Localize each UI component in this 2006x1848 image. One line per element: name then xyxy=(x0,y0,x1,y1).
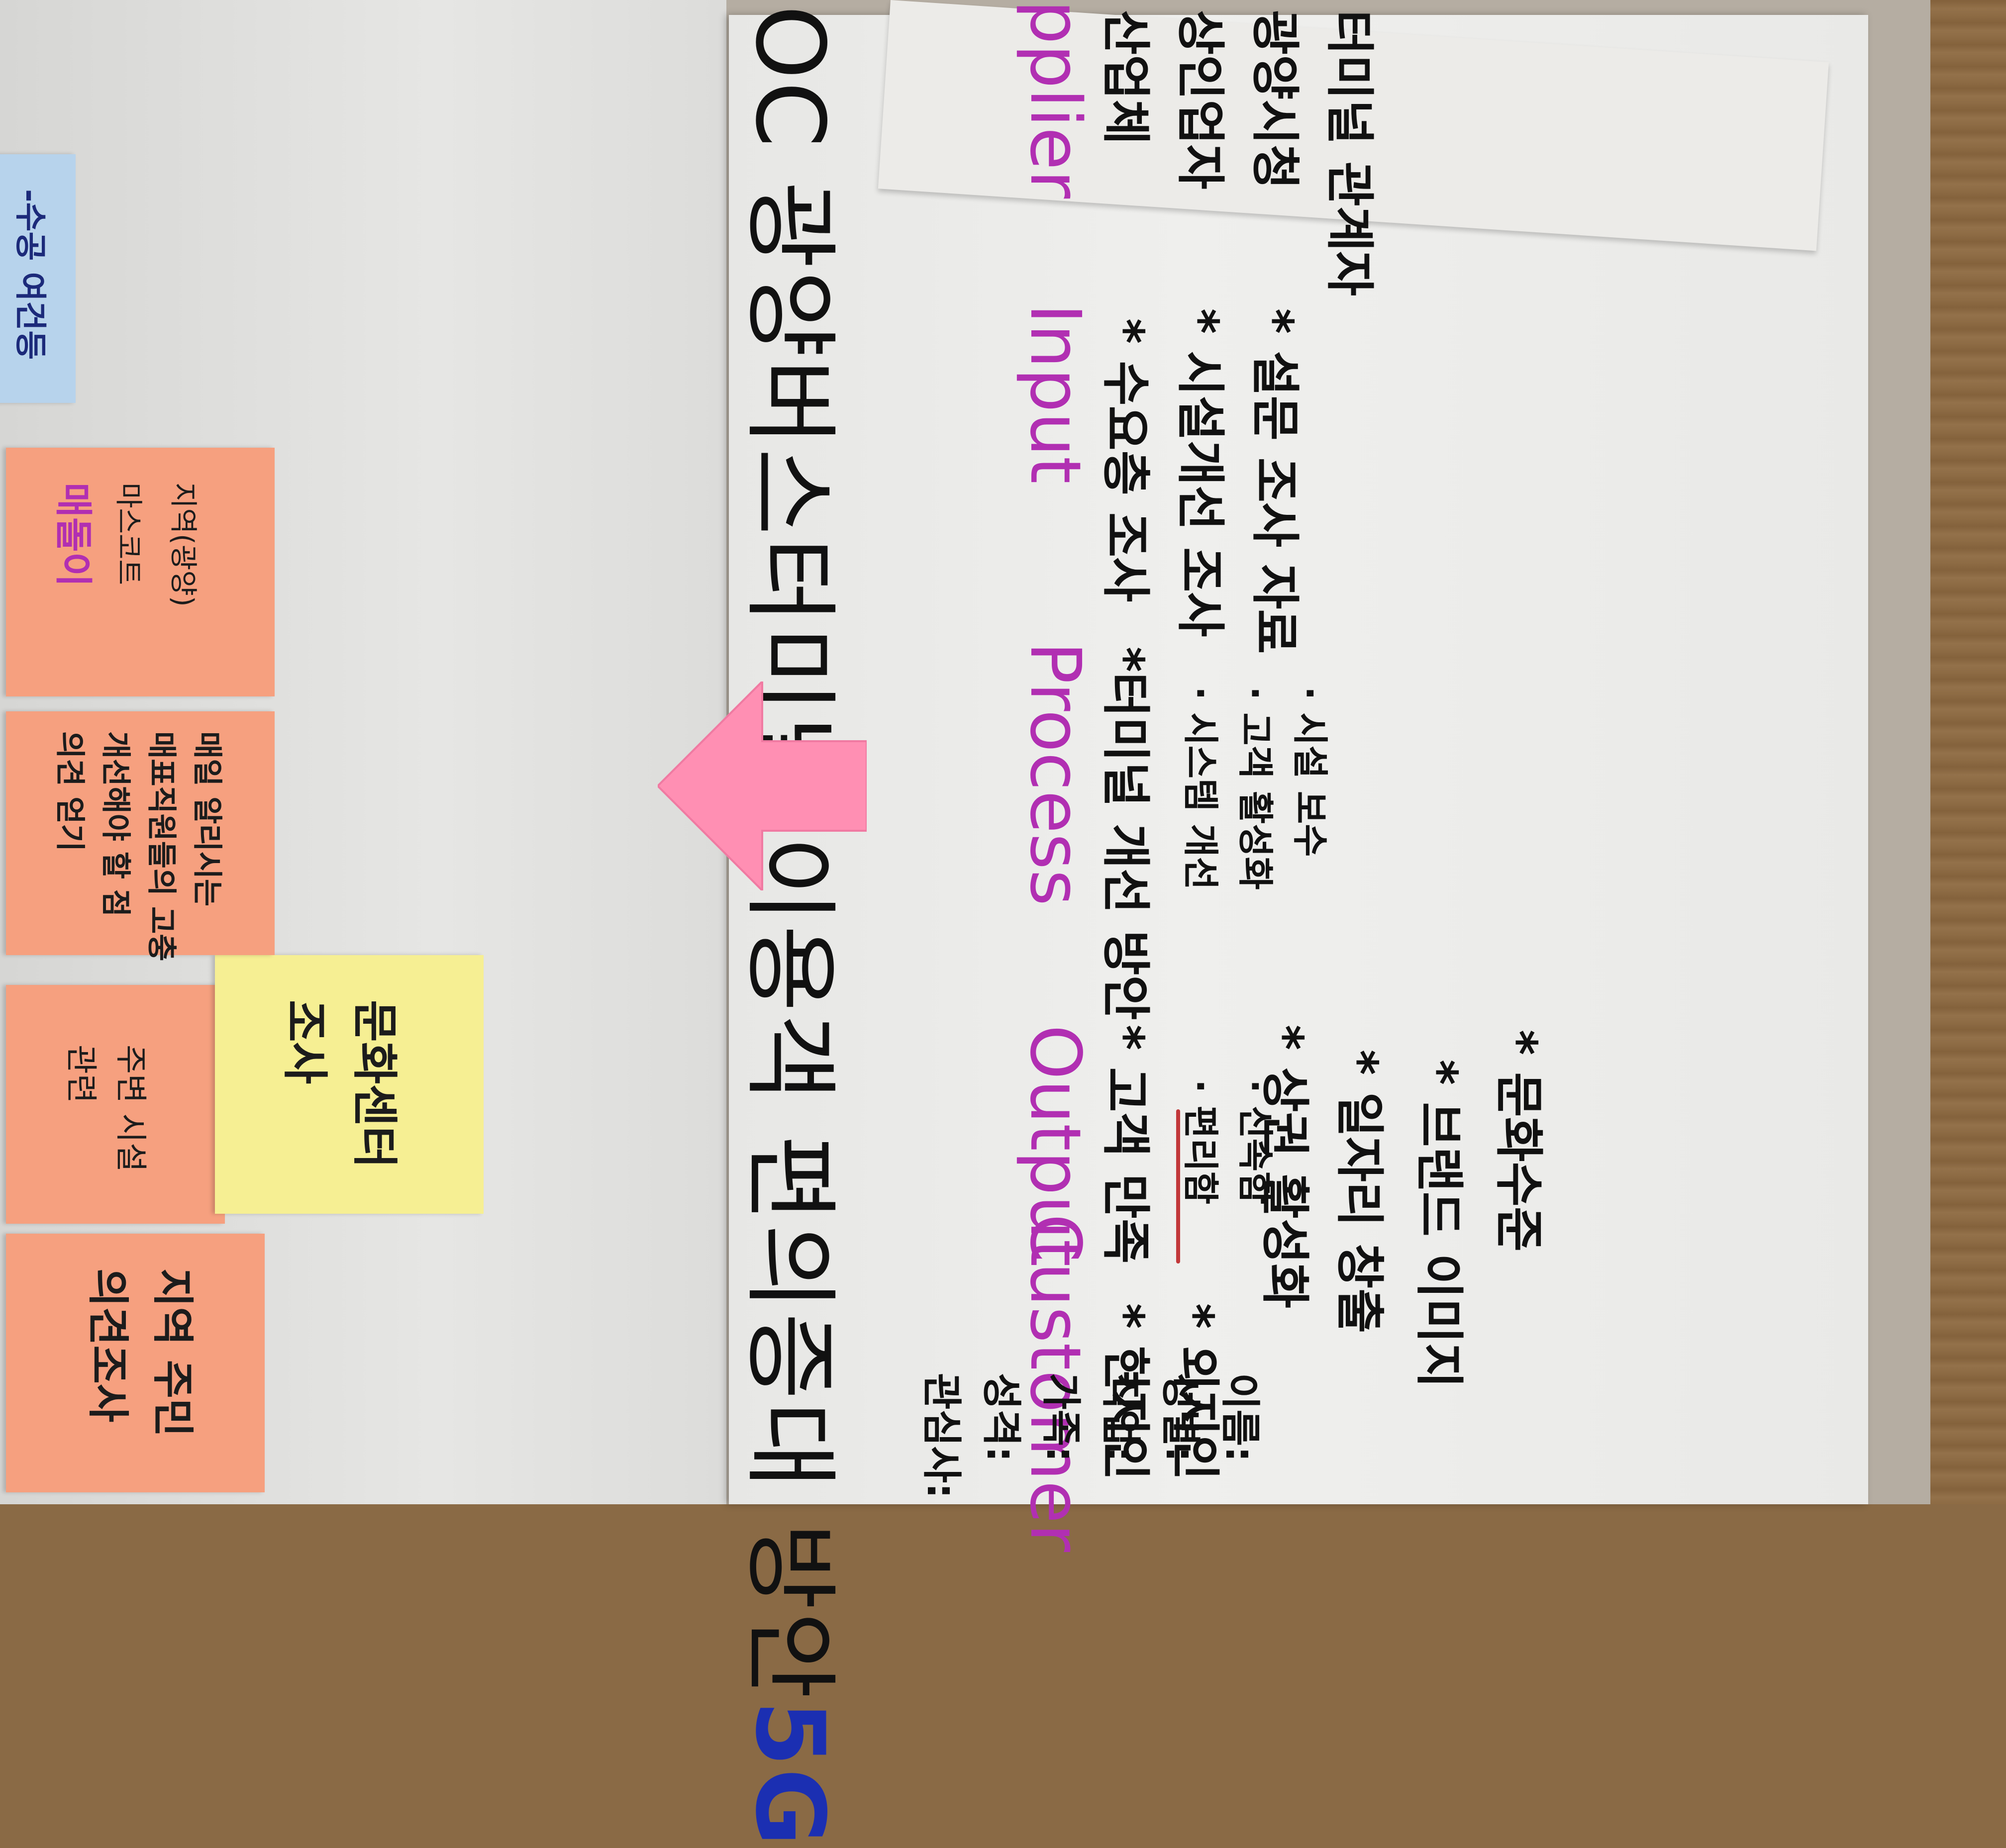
sticky-line: 매일 알리시는 xyxy=(190,731,224,907)
sticky-line: 의견조사 xyxy=(84,1268,132,1423)
persona-field: 성격: xyxy=(978,1373,1024,1462)
sticky-line: 개선해야 할 점 xyxy=(98,731,133,917)
output-item: * 문화수준 xyxy=(1490,1030,1547,1252)
input-item: * 시설개선 조사 xyxy=(1172,308,1228,637)
sticky-line: 매돌이 xyxy=(51,483,96,587)
heading-input: Input xyxy=(1014,303,1096,484)
persona-field: 가족: xyxy=(1038,1373,1084,1462)
sticky-line: 주변 시설 xyxy=(112,1045,149,1172)
sticky-note: 문화센터 조사 xyxy=(215,955,484,1214)
poster-paper xyxy=(729,15,1868,1504)
sticky-line: 마스코트 xyxy=(112,483,144,585)
sticky-line: 관련 xyxy=(62,1045,99,1103)
sticky-line: 지역(광양) xyxy=(167,483,199,607)
supplier-item: 상인업자 xyxy=(1172,10,1228,190)
sticky-note: 지역(광양) 마스코트 매돌이 xyxy=(6,448,275,696)
output-item: * 일자리 창출 xyxy=(1331,1050,1388,1334)
process-sub: · 시스템 개선 xyxy=(1180,686,1221,890)
persona-field: 이름: xyxy=(1217,1373,1263,1462)
output-main: * 고객 만족 xyxy=(1097,1025,1154,1264)
pink-arrow-icon xyxy=(658,681,867,890)
output-sub: · 편리함 xyxy=(1180,1079,1221,1205)
poster-title: OC 광양버스터미널 이용객 편의증대 방안5G xyxy=(730,5,867,1848)
sticky-line: -수공 여건등 xyxy=(11,189,48,360)
heading-supplier: pplier xyxy=(1014,0,1096,199)
rotated-content: OC 광양버스터미널 이용객 편의증대 방안5G pplier Input Pr… xyxy=(0,0,1547,1848)
sticky-note: 매일 알리시는 매표직원들의 고충 개선해야 할 점 의견 얻기 xyxy=(6,711,275,962)
process-main: *터미널 개선 방안 xyxy=(1097,647,1154,1020)
process-sub: · 고객 활성화 xyxy=(1234,686,1276,890)
sticky-line: 매표직원들의 고충 xyxy=(144,731,179,962)
sticky-note: 주변 시설 관련 xyxy=(6,985,225,1224)
sticky-note: -수공 여건등 xyxy=(0,154,76,403)
sticky-line: 문화센터 xyxy=(348,1000,401,1168)
sticky-line: 의견 얻기 xyxy=(52,731,87,852)
persona-fields: 이름: 성별: 직업: 가족: 성격: 관심사: xyxy=(911,1373,1270,1502)
persona-field: 직업: xyxy=(1098,1373,1144,1462)
persona-field: 관심사: xyxy=(918,1373,965,1499)
supplier-item: 산업체 xyxy=(1097,10,1154,145)
sticky-line: 지역 주민 xyxy=(148,1268,197,1437)
supplier-item: 터미널 관계자 xyxy=(1321,10,1378,296)
poster-title-suffix: 5G xyxy=(735,1700,845,1848)
process-sub: · 시설 보수 xyxy=(1289,686,1331,857)
output-item: * 브랜드 이미지 xyxy=(1410,1060,1467,1388)
persona-field: 성별: xyxy=(1157,1373,1204,1462)
supplier-item: 광양시청 xyxy=(1246,10,1303,190)
input-item: * 수요층 조사 xyxy=(1097,318,1154,602)
output-item: * 상권 활성화 xyxy=(1256,1025,1313,1309)
input-item: * 설문 조사 자료 xyxy=(1246,308,1303,654)
sticky-line: 조사 xyxy=(278,1000,331,1084)
heading-process: Process xyxy=(1014,642,1096,906)
sticky-note: 지역 주민 의견조사 xyxy=(6,1234,265,1492)
